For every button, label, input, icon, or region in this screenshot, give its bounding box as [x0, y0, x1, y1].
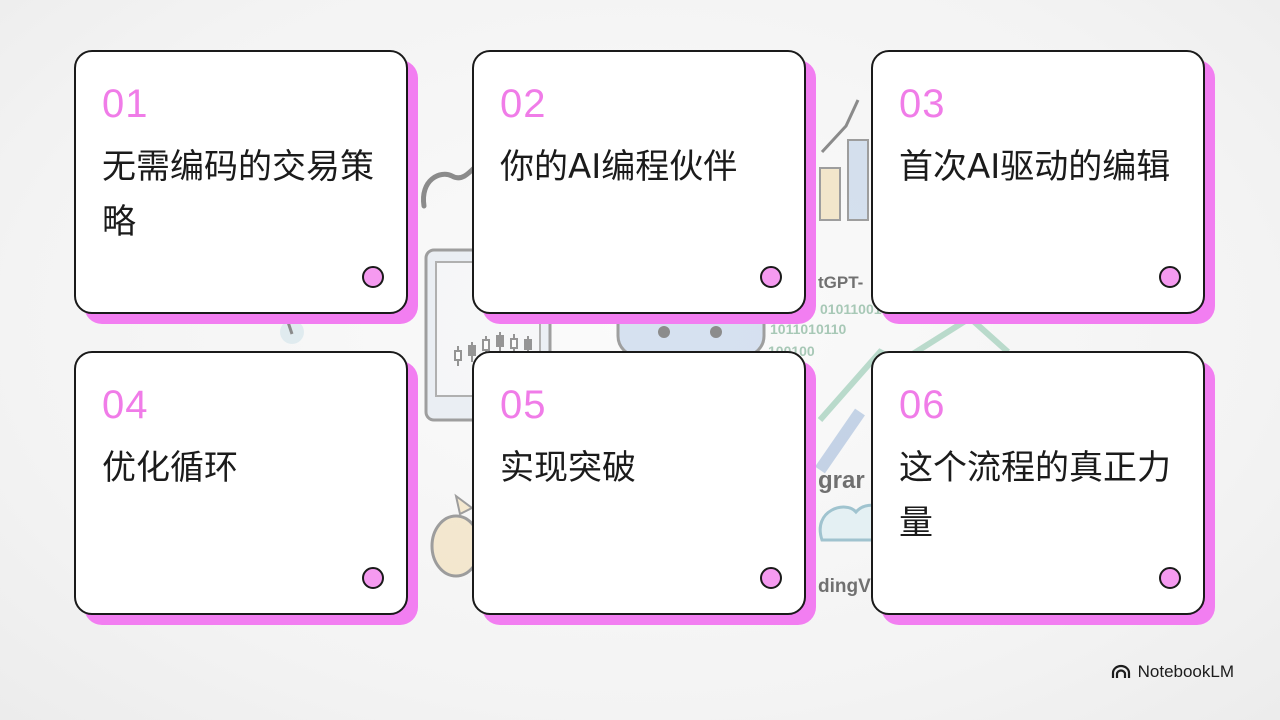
card-03[interactable]: 03 首次AI驱动的编辑 — [871, 50, 1205, 314]
card-title: 优化循环 — [102, 448, 238, 488]
card-title: 你的AI编程伙伴 — [500, 147, 738, 187]
card-title: 无需编码的交易策略 — [102, 147, 374, 242]
card-05[interactable]: 05 实现突破 — [472, 351, 806, 615]
card-dot-button[interactable] — [1159, 266, 1181, 288]
card-title: 首次AI驱动的编辑 — [899, 147, 1171, 187]
bg-text-binary-1: 01011001 — [820, 301, 882, 317]
card-number: 04 — [102, 383, 149, 427]
bg-text-binary-2: 1011010110 — [770, 321, 847, 337]
card-01[interactable]: 01 无需编码的交易策略 — [74, 50, 408, 314]
card-06[interactable]: 06 这个流程的真正力量 — [871, 351, 1205, 615]
brand-name: NotebookLM — [1137, 662, 1234, 681]
bg-text-gram: grar — [818, 467, 865, 494]
card-dot-button[interactable] — [760, 266, 782, 288]
card-title: 这个流程的真正力量 — [899, 448, 1171, 543]
card-title: 实现突破 — [500, 448, 636, 488]
card-number: 06 — [899, 383, 946, 427]
notebooklm-brand: NotebookLM — [1111, 662, 1234, 682]
notebooklm-logo-icon — [1111, 664, 1130, 678]
card-04[interactable]: 04 优化循环 — [74, 351, 408, 615]
card-number: 02 — [500, 82, 547, 126]
card-dot-button[interactable] — [362, 567, 384, 589]
card-number: 01 — [102, 82, 149, 126]
bg-text-ding: dingV — [818, 576, 871, 597]
card-02[interactable]: 02 你的AI编程伙伴 — [472, 50, 806, 314]
card-dot-button[interactable] — [362, 266, 384, 288]
card-number: 03 — [899, 82, 946, 126]
card-number: 05 — [500, 383, 547, 427]
card-dot-button[interactable] — [760, 567, 782, 589]
card-dot-button[interactable] — [1159, 567, 1181, 589]
bg-text-gpt: tGPT- — [818, 273, 863, 292]
